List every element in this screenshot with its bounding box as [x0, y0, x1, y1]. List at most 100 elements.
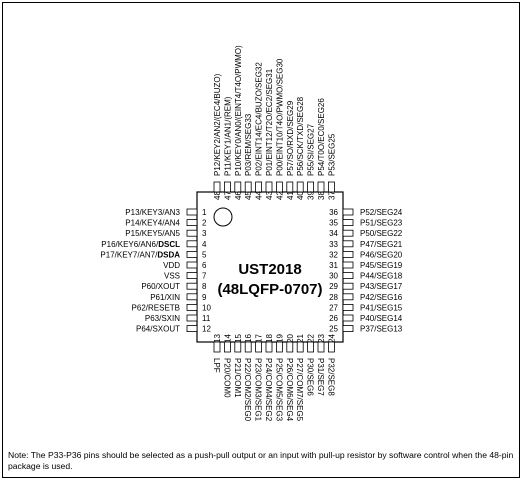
pin-box	[255, 341, 263, 353]
pin-label: VDD	[163, 261, 180, 270]
pin-box	[265, 341, 273, 353]
pin-box	[275, 181, 283, 193]
pin-number: 35	[329, 219, 338, 228]
pin-number: 6	[202, 261, 207, 270]
pin-label-part: P60/XOUT	[141, 282, 180, 291]
pin-box	[307, 341, 315, 353]
pin-label: P55/SI/SEG27	[307, 123, 316, 176]
pin-box	[342, 272, 354, 280]
pin-number: 34	[329, 229, 338, 238]
chip-name: UST2018	[238, 261, 301, 278]
pin-number: 37	[327, 191, 336, 200]
pin-number: 5	[202, 250, 207, 259]
pin-box	[317, 181, 325, 193]
pin-label: P31/SEG7	[316, 358, 325, 396]
pin-label: P54/T0O/EC0/SEG26	[317, 98, 326, 176]
pin-label: P01/EINT12/T2O/EC2/SEG31	[265, 68, 274, 176]
pin1-marker	[213, 207, 233, 227]
pin-number: 21	[296, 333, 305, 342]
pin-number: 13	[213, 333, 222, 342]
pin-label: P27/COM7/SEG5	[295, 358, 304, 422]
pin-box	[342, 261, 354, 269]
pin-number: 32	[329, 250, 338, 259]
pin-number: 18	[265, 333, 274, 342]
pin-label: P26/COM6/SEG4	[285, 358, 294, 422]
pin-label: P00/EINT10/T4O/PWMO/SEG30	[275, 58, 284, 176]
pin-box	[342, 240, 354, 248]
pin-number: 47	[223, 191, 232, 200]
pin-box	[286, 341, 294, 353]
pin-box	[342, 314, 354, 322]
pin-number: 42	[275, 191, 284, 200]
pin-number: 28	[329, 293, 338, 302]
pin-box	[342, 229, 354, 237]
pin-label: P46/SEG20	[360, 250, 403, 259]
pin-label: P11/KEY1/AN1/(REM)	[223, 96, 232, 176]
pin-number: 8	[202, 282, 207, 291]
pin-box	[186, 282, 198, 290]
pin-box	[186, 314, 198, 322]
pin-box	[186, 240, 198, 248]
pin-number: 23	[317, 333, 326, 342]
pin-label: P37/SEG13	[360, 325, 403, 334]
pin-label: P44/SEG18	[360, 272, 403, 281]
pin-box	[244, 181, 252, 193]
pin-label: P25/COM5/SEG3	[274, 358, 283, 422]
pin-number: 10	[202, 303, 211, 312]
pin-box	[213, 341, 221, 353]
pin-number: 40	[296, 191, 305, 200]
pin-box	[296, 181, 304, 193]
pin-label-part: P16/KEY6/AN6/	[101, 240, 159, 249]
pin-label: LPF	[212, 358, 221, 373]
pin-box	[307, 181, 315, 193]
pinout-diagram: UST2018 (48LQFP-0707) 1P13/KEY3/AN32P14/…	[100, 45, 403, 422]
pin-label: P32/SEG8	[326, 358, 335, 396]
pin-label: P21/COM1	[233, 358, 242, 398]
pin-label-part: P13/KEY3/AN3	[125, 208, 180, 217]
pin-label: P40/SEG14	[360, 314, 403, 323]
pin-number: 38	[317, 191, 326, 200]
pin-box	[327, 181, 335, 193]
pin-number: 27	[329, 303, 338, 312]
pin-box	[186, 272, 198, 280]
pin-label: P41/SEG15	[360, 303, 403, 312]
pin-label: P16/KEY6/AN6/DSCL	[101, 240, 180, 249]
pin-box	[223, 181, 231, 193]
pin-number: 17	[255, 333, 264, 342]
pin-box	[317, 341, 325, 353]
pin-number: 26	[329, 314, 338, 323]
pin-label: P45/SEG19	[360, 261, 403, 270]
pin-label-part: P15/KEY5/AN5	[125, 229, 180, 238]
pin-box	[255, 181, 263, 193]
pin-number: 7	[202, 272, 207, 281]
pin-label: P15/KEY5/AN5	[125, 229, 180, 238]
pin-label: P50/SEG22	[360, 229, 403, 238]
chip-package: (48LQFP-0707)	[217, 281, 322, 298]
pin-label: P64/SXOUT	[136, 325, 180, 334]
pin-box	[186, 261, 198, 269]
pin-label-part: DSCL	[158, 240, 180, 249]
pin-number: 41	[286, 191, 295, 200]
pin-box	[342, 250, 354, 258]
pin-label: P51/SEG23	[360, 219, 403, 228]
pin-number: 3	[202, 229, 207, 238]
pin-label: P10/KEY0/AN0/(EINT4/T4O/PWMO)	[234, 45, 243, 176]
pin-label: P03/REM/SEG33	[244, 113, 253, 176]
pin-label: P60/XOUT	[141, 282, 180, 291]
pin-box	[186, 303, 198, 311]
pin-label: P30/SEG6	[306, 358, 315, 396]
pin-number: 19	[275, 333, 284, 342]
pin-label: P52/SEG24	[360, 208, 403, 217]
pin-box	[327, 341, 335, 353]
pin-label: P47/SEG21	[360, 240, 403, 249]
pin-box	[265, 181, 273, 193]
pin-label: P22/COM2/SEG0	[243, 358, 252, 422]
pin-box	[342, 325, 354, 333]
pin-number: 45	[244, 191, 253, 200]
pin-box	[342, 219, 354, 227]
package-note: Note: The P33-P36 pins should be selecte…	[8, 450, 514, 471]
pin-label-part: VSS	[164, 272, 180, 281]
pin-label: P14/KEY4/AN4	[125, 219, 180, 228]
pin-label: P43/SEG17	[360, 282, 403, 291]
pin-number: 25	[329, 325, 338, 334]
